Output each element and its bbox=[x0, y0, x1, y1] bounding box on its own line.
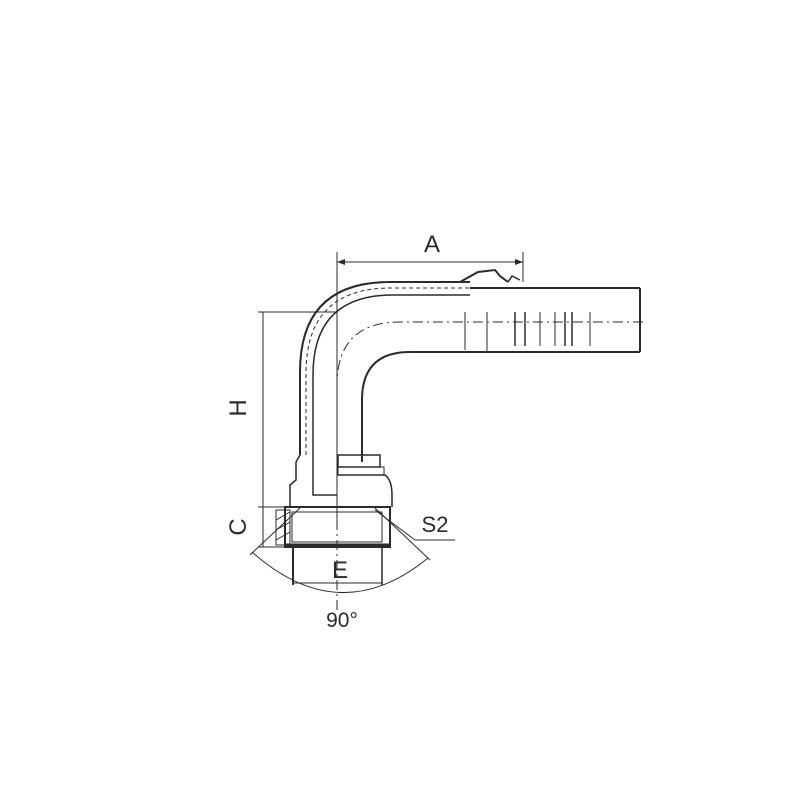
dimension-angle: 90° bbox=[249, 507, 431, 632]
elbow-body bbox=[299, 268, 645, 610]
dimension-h: H bbox=[225, 311, 337, 507]
label-s2: S2 bbox=[422, 512, 449, 537]
label-angle: 90° bbox=[326, 609, 358, 632]
label-h: H bbox=[225, 399, 252, 416]
label-c: C bbox=[225, 518, 252, 535]
swivel-nut bbox=[275, 454, 393, 548]
dimension-e: E bbox=[292, 547, 383, 585]
label-e: E bbox=[332, 557, 348, 584]
label-a: A bbox=[424, 231, 440, 258]
dimension-a: A bbox=[336, 231, 524, 520]
dimension-s2: S2 bbox=[374, 509, 455, 541]
dimension-c: C bbox=[225, 506, 300, 548]
